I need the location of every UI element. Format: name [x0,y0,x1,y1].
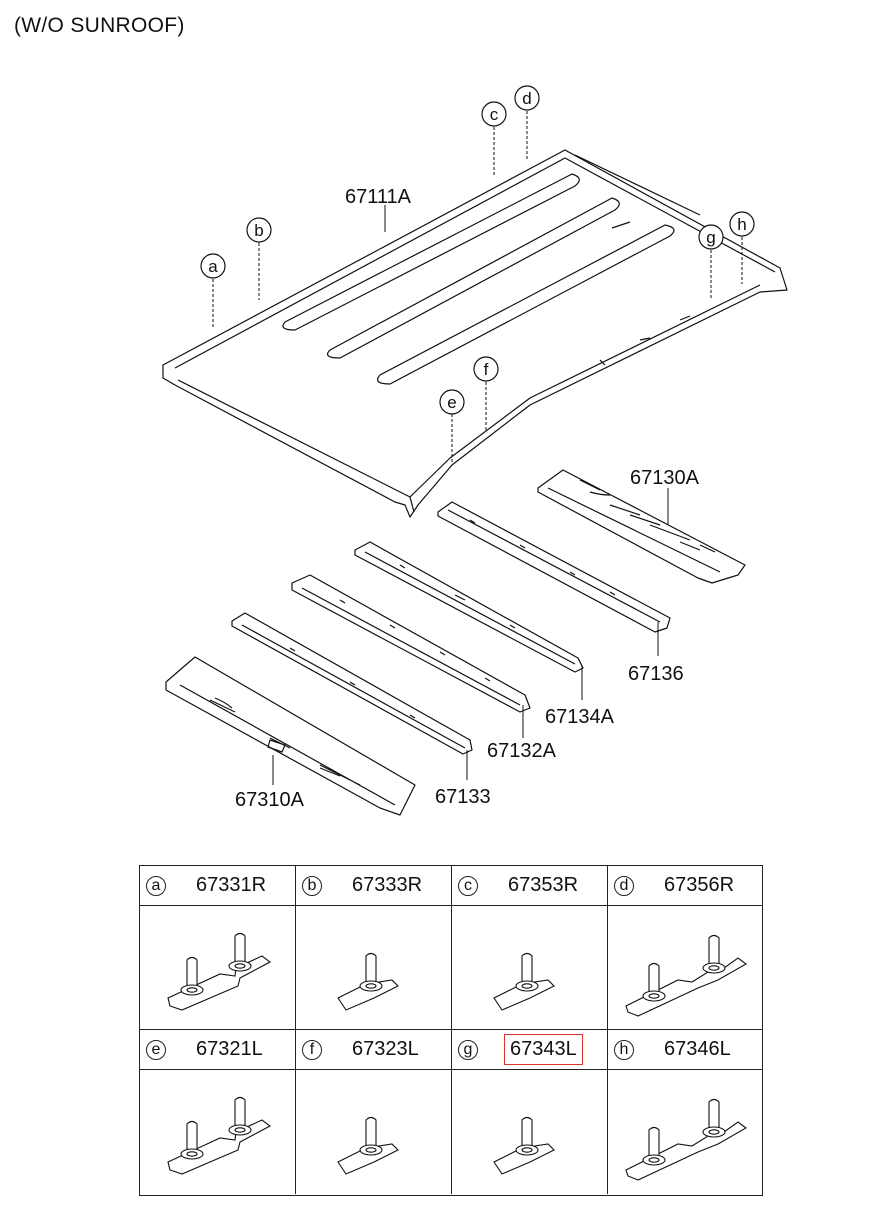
callout-letter: b [254,221,263,240]
callout-f: f [473,356,499,382]
callout-c: c [481,101,507,127]
fastener-image-f [296,1070,452,1194]
roof-exploded-diagram: a b c d e f g h 67111A 67130A 67136 67134A 6713… [162,85,788,816]
fastener-letter: a [146,875,166,896]
fastener-part-number[interactable]: 67356R [664,874,735,896]
fastener-part-number[interactable]: 67353R [508,874,579,896]
fastener-header-e: e 67321L [140,1030,296,1070]
callout-letter: h [737,215,746,234]
roof-bow-mid-front[interactable] [291,574,531,713]
label-roof-rail-front: 67310A [235,789,305,811]
fastener-image-c [452,906,608,1030]
fastener-header-a: a 67331R [140,866,296,906]
label-roof-bow-front: 67133 [435,786,491,808]
fastener-letter: c [458,875,478,896]
fastener-letter: g [458,1039,478,1060]
roof-bow-rear[interactable] [437,501,671,633]
fastener-part-number[interactable]: 67323L [352,1038,419,1060]
callout-letter: a [208,257,218,276]
fastener-image-a [140,906,296,1030]
label-roof-bow-mid-rear: 67134A [545,706,615,728]
fastener-part-number[interactable]: 67346L [664,1038,731,1060]
fastener-header-h: h 67346L [608,1030,762,1070]
fastener-letter: h [614,1039,634,1060]
fastener-letter: f [302,1039,322,1060]
label-roof-bow-rear: 67136 [628,663,684,685]
fastener-image-b [296,906,452,1030]
roof-bow-front[interactable] [231,612,473,755]
fastener-header-d: d 67356R [608,866,762,906]
fastener-part-number[interactable]: 67331R [196,874,267,896]
callout-e: e [439,389,465,415]
callout-h: h [729,211,755,237]
callout-a: a [200,253,226,279]
roof-panel[interactable] [162,149,788,518]
fastener-image-h [608,1070,762,1194]
callout-letter: e [447,393,456,412]
callout-g: g [698,224,724,250]
fastener-letter: b [302,875,322,896]
fastener-image-d [608,906,762,1030]
fastener-part-number[interactable]: 67333R [352,874,423,896]
fastener-letter: e [146,1039,166,1060]
fastener-part-number[interactable]: 67343L [504,1034,583,1065]
label-roof-bow-mid-front: 67132A [487,740,557,762]
callout-circles: a b c d e f g h [200,85,755,415]
roof-rail-rear[interactable] [537,469,746,584]
callout-b: b [246,217,272,243]
label-roof-panel: 67111A [345,186,412,208]
callout-letter: f [484,360,489,379]
label-roof-rail-rear: 67130A [630,467,700,489]
fastener-letter: d [614,875,634,896]
fastener-image-g [452,1070,608,1194]
callout-d: d [514,85,540,111]
page-title: (W/O SUNROOF) [14,14,185,37]
fastener-part-number[interactable]: 67321L [196,1038,263,1060]
roof-rail-front[interactable] [165,656,416,816]
fastener-image-e [140,1070,296,1194]
roof-bow-mid-rear[interactable] [354,541,584,673]
fastener-header-g: g 67343L [452,1030,608,1070]
fastener-header-b: b 67333R [296,866,452,906]
callout-letter: d [522,89,531,108]
callout-letter: g [706,228,715,247]
fastener-header-f: f 67323L [296,1030,452,1070]
fastener-header-c: c 67353R [452,866,608,906]
callout-letter: c [490,105,499,124]
